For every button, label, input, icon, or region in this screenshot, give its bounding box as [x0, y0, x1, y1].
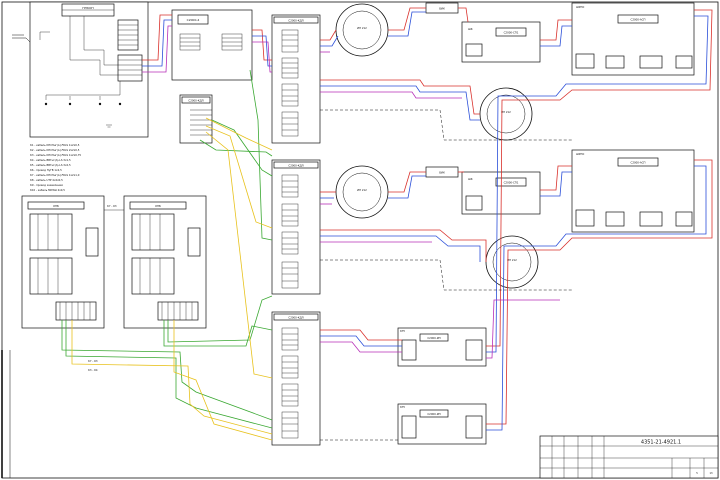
terminal-column-3: С2000-КДЛ [271, 311, 321, 446]
detector-2-label: ИП 212 [357, 188, 367, 192]
link-k7-k3-mid: К7 - К3 [88, 359, 98, 363]
wiring-magenta [142, 25, 560, 359]
wiring-black-dashed [320, 109, 572, 441]
note-2: К2 - кабель КПСЭнг(А)-FRLS 2х2х0,5 [30, 148, 80, 152]
terminal-col-2-title: С2000-КДЛ [288, 164, 303, 168]
module-c2000-4: С2000-4 [171, 9, 253, 81]
wiring-yellow [71, 117, 273, 441]
stamp-sheets: 13 [709, 472, 713, 475]
detector-1-label: ИП 212 [357, 26, 367, 30]
module-c2000-kdl-small: С2000-КДЛ [179, 94, 213, 144]
wiring-red [142, 7, 713, 425]
spi-1-tag: ШК [468, 27, 473, 31]
stamp-sheet: 5 [696, 472, 698, 475]
module-c2000-ip-2: С2000-ИП КТУ [397, 403, 487, 445]
spi-1-title: С2000-СП1 [504, 31, 519, 35]
note-7: К7 - кабель КПСЭнг(А)-FRLS 1х2х1,0 [30, 173, 80, 177]
small-module-2: БИК [425, 166, 459, 178]
note-8: К8 - кабель UTP 4х2х0,5 [30, 178, 63, 182]
note-10: К10 - кабель МКЭШ 2х0,5 [30, 188, 65, 192]
terminal-column-2: С2000-КДЛ [271, 159, 321, 295]
note-5: К5 - кабель ВВГнг(А)-LS 3х2,5 [30, 163, 71, 167]
asp-2-tag: ШУНО [576, 152, 584, 156]
power-cab-1-title: КПБ [53, 204, 59, 208]
terminal-col-3-title: С2000-КДЛ [288, 316, 303, 320]
main-panel-title: ППКОП [82, 6, 93, 10]
note-6: К6 - провод ПуГВ 1х2,5 [30, 168, 62, 172]
note-9: К9 - провод заземления [30, 183, 63, 187]
c2000-ip-2-tag: КТУ [400, 405, 405, 409]
small-module-1: БИК [425, 2, 459, 14]
link-labels: К7 - К3 К7 - К3 К3 - К4 [88, 204, 124, 372]
c2000-ip-1-title: С2000-ИП [427, 336, 440, 340]
c2000-ip-1-tag: КТУ [400, 329, 405, 333]
asp-2-title: С2000-АСП [631, 161, 646, 165]
module-spi-1: С2000-СП1 ШК [461, 21, 541, 63]
note-4: К4 - кабель ВВГнг(А)-LS 3х1,5 [30, 158, 71, 162]
small-module-1-label: БИК [439, 7, 445, 11]
detector-round-2: ИП 212 [335, 165, 389, 219]
asp-1-tag: ШУНО [576, 5, 584, 9]
spi-2-tag: ШК [468, 177, 473, 181]
external-line-left [12, 34, 31, 43]
module-c2000-ip-1: С2000-ИП КТУ [397, 327, 487, 367]
notes-block: К1 - кабель КПСЭнг(А)-FRLS 1х2х0,5 К2 - … [30, 143, 81, 192]
detector-4-label: ИП 212 [507, 258, 517, 262]
note-3: К3 - кабель КПСЭнг(А)-FRLS 1х2х0,75 [30, 153, 81, 157]
main-panel: ППКОП [29, 1, 149, 138]
small-module-2-label: БИК [439, 171, 445, 175]
terminal-column-1: С2000-КДЛ [271, 14, 321, 144]
c2000-ip-2-title: С2000-ИП [427, 412, 440, 416]
power-cab-2-title: КПБ [155, 204, 161, 208]
note-1: К1 - кабель КПСЭнг(А)-FRLS 1х2х0,5 [30, 143, 80, 147]
link-k7-k3-top: К7 - К3 [107, 204, 117, 208]
wiring-blue [142, 11, 709, 431]
c2000-4-title: С2000-4 [187, 18, 200, 22]
title-block: 4351-21-4921.1 5 13 [539, 435, 719, 479]
asp-1-title: С2000-АСП [631, 18, 646, 22]
cabinet-asp-1: С2000-АСП ШУНО [571, 2, 695, 76]
cabinet-asp-2: С2000-АСП ШУНО [571, 149, 695, 233]
power-cabinet-2: КПБ [123, 195, 207, 329]
detector-round-4: ИП 212 [485, 235, 539, 289]
stamp-code: 4351-21-4921.1 [641, 440, 681, 446]
terminal-col-1-title: С2000-КДЛ [288, 19, 303, 23]
detector-3-label: ИП 212 [501, 110, 511, 114]
detector-round-1: ИП 212 [335, 3, 389, 57]
spi-2-title: С2000-СП1 [504, 181, 519, 185]
c2000-kdl-small-title: С2000-КДЛ [188, 99, 203, 103]
power-cabinet-1: КПБ [21, 195, 105, 329]
link-k3-k4: К3 - К4 [88, 368, 98, 372]
